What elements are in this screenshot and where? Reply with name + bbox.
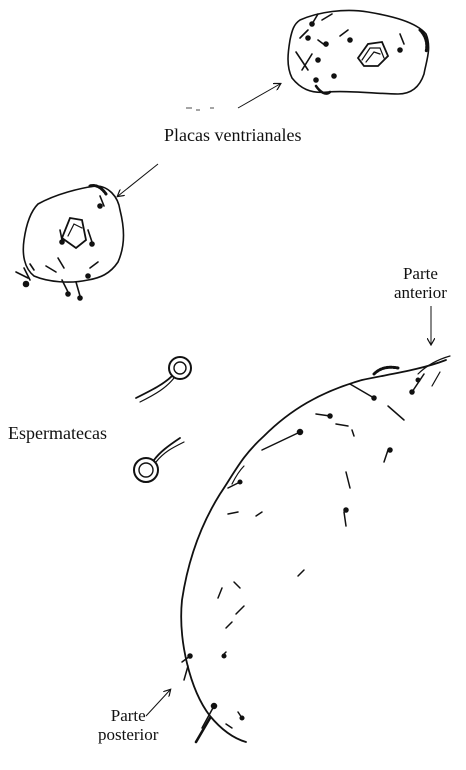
arrow-to-upper-plate (238, 84, 280, 108)
label-parte-posterior-line2: posterior (98, 725, 158, 744)
arrow-to-lower-plate (118, 164, 158, 196)
label-placas-ventrianales: Placas ventrianales (164, 126, 301, 145)
ventrianal-plate-upper (288, 10, 429, 94)
label-parte-anterior-line1: Parte (394, 264, 447, 283)
label-parte-posterior: Parte posterior (98, 706, 158, 744)
spermatheca-lower (134, 438, 184, 482)
label-espermatecas: Espermatecas (8, 424, 107, 443)
ventrianal-plate-lower (16, 185, 124, 300)
label-parte-anterior-line2: anterior (394, 283, 447, 302)
body-setae (182, 374, 424, 742)
spermatheca-upper (136, 357, 191, 402)
label-parte-anterior: Parte anterior (394, 264, 447, 302)
label-parte-posterior-line1: Parte (98, 706, 158, 725)
